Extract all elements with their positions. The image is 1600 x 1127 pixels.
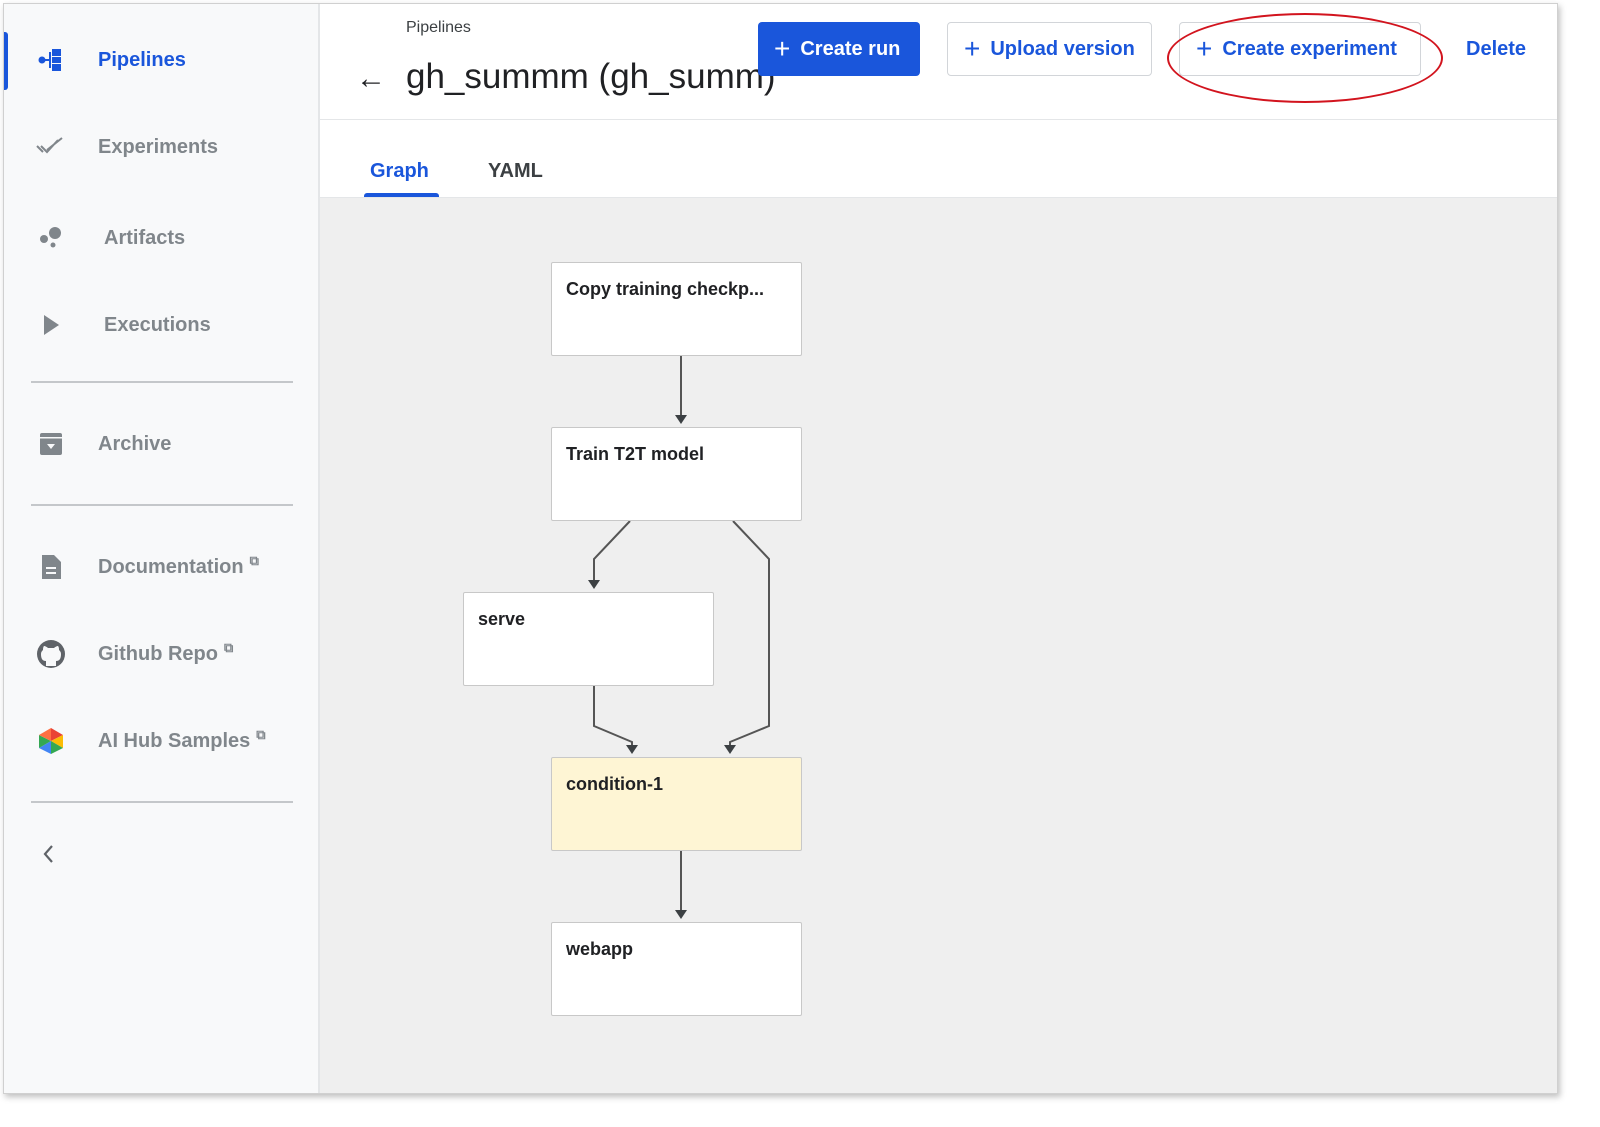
plus-icon: + <box>964 33 981 64</box>
arrowhead <box>626 745 638 754</box>
divider <box>31 504 293 506</box>
back-arrow-icon[interactable]: ← <box>356 62 386 95</box>
main-content: Pipelines ← gh_summm (gh_summ) + Create r… <box>320 4 1557 1093</box>
sidebar-item-label: AI Hub Samples⧉ <box>98 726 266 752</box>
double-check-icon <box>36 132 66 162</box>
sidebar-item-documentation[interactable]: Documentation⧉ <box>4 537 320 597</box>
graph-node-train-t2t-model[interactable]: Train T2T model <box>551 427 802 521</box>
graph-canvas: Copy training checkp... Train T2T model … <box>320 198 1557 1093</box>
edge <box>593 686 633 745</box>
external-link-icon: ⧉ <box>223 639 234 655</box>
arrowhead <box>675 910 687 919</box>
sidebar-item-label: Experiments <box>98 135 219 158</box>
delete-button[interactable]: Delete <box>1466 37 1527 60</box>
arrowhead <box>724 745 736 754</box>
external-link-icon: ⧉ <box>249 552 259 568</box>
sidebar-item-github-repo[interactable]: Github Repo⧉ <box>4 624 320 684</box>
graph-node-copy-training-checkpoint[interactable]: Copy training checkp... <box>551 262 802 356</box>
arrowhead <box>588 580 600 589</box>
button-label: Create run <box>800 37 901 60</box>
arrowhead <box>675 415 687 424</box>
button-label: Create experiment <box>1222 37 1397 60</box>
create-run-button[interactable]: + Create run <box>758 22 920 76</box>
graph-node-condition-1[interactable]: condition-1 <box>551 757 802 851</box>
chevron-left-icon[interactable] <box>40 842 56 871</box>
active-tab-indicator <box>364 193 439 197</box>
graph-node-serve[interactable]: serve <box>463 592 714 686</box>
bubbles-icon <box>36 223 66 253</box>
graph-node-webapp[interactable]: webapp <box>551 922 802 1016</box>
upload-version-button[interactable]: + Upload version <box>947 22 1152 76</box>
button-label: Upload version <box>990 37 1135 60</box>
breadcrumb[interactable]: Pipelines <box>406 19 471 36</box>
pipelines-icon <box>36 45 66 75</box>
sidebar-item-experiments[interactable]: Experiments <box>4 117 320 177</box>
github-icon <box>36 639 66 669</box>
tab-yaml[interactable]: YAML <box>488 160 543 182</box>
tab-graph[interactable]: Graph <box>370 160 429 182</box>
tab-bar: Graph YAML <box>320 120 1557 198</box>
play-icon <box>36 310 66 340</box>
divider <box>31 381 293 383</box>
sidebar-item-artifacts[interactable]: Artifacts <box>4 208 320 268</box>
sidebar-item-label: Archive <box>98 432 172 455</box>
sidebar-item-pipelines[interactable]: Pipelines <box>4 30 320 90</box>
page-header: Pipelines ← gh_summm (gh_summ) + Create r… <box>320 4 1557 120</box>
plus-icon: + <box>774 33 791 64</box>
app-window: Pipelines Experiments Artifacts Executio… <box>3 3 1558 1094</box>
sidebar: Pipelines Experiments Artifacts Executio… <box>4 4 320 1093</box>
sidebar-item-executions[interactable]: Executions <box>4 295 320 355</box>
ai-hub-icon <box>36 726 66 756</box>
external-link-icon: ⧉ <box>256 726 266 742</box>
page-title: gh_summm (gh_summ) <box>406 57 776 96</box>
active-indicator <box>4 32 8 90</box>
sidebar-item-archive[interactable]: Archive <box>4 414 320 474</box>
create-experiment-button[interactable]: + Create experiment <box>1179 22 1421 76</box>
sidebar-item-label: Executions <box>104 313 211 336</box>
graph-edges <box>588 356 770 919</box>
edge <box>593 520 631 580</box>
sidebar-item-label: Github Repo⧉ <box>98 639 234 665</box>
document-icon <box>36 552 66 582</box>
plus-icon: + <box>1196 33 1213 64</box>
sidebar-item-label: Pipelines <box>98 48 186 71</box>
sidebar-item-label: Artifacts <box>104 226 186 249</box>
sidebar-item-ai-hub-samples[interactable]: AI Hub Samples⧉ <box>4 711 320 771</box>
edge <box>729 520 770 745</box>
sidebar-item-label: Documentation⧉ <box>98 552 259 578</box>
divider <box>31 801 293 803</box>
archive-icon <box>36 429 66 459</box>
